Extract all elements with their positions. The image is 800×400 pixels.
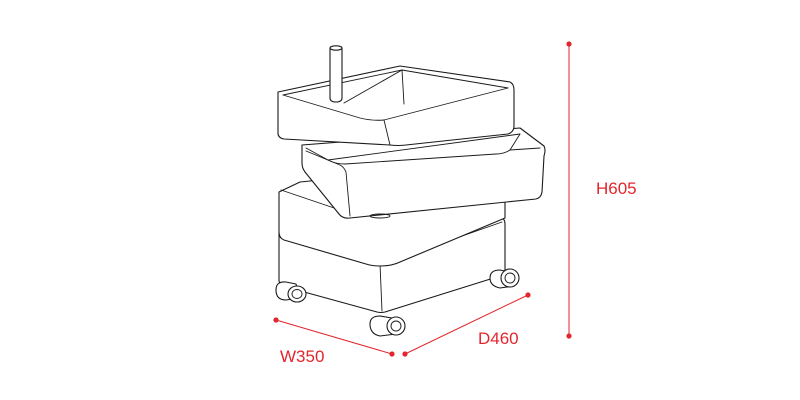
handle-post	[329, 47, 343, 103]
top-tray-back-wall	[343, 69, 405, 105]
swivel-tray-inner-back	[327, 133, 521, 161]
width-label: W350	[280, 347, 324, 366]
width-dimension: W350	[273, 317, 395, 366]
height-dimension-top-dot	[566, 41, 572, 47]
top-tray-front-crease	[383, 119, 391, 146]
depth-dimension: D460	[402, 292, 531, 357]
handle-post-top	[329, 45, 343, 51]
caster-right	[489, 268, 520, 289]
depth-dimension-line	[404, 294, 529, 355]
swivel-tray	[301, 127, 546, 219]
bottom-module-front-edge	[379, 263, 383, 312]
width-dimension-left-dot	[273, 317, 279, 323]
width-dimension-line	[275, 319, 393, 355]
caster-left	[275, 281, 307, 303]
storage-cabinet	[275, 45, 546, 337]
caster-front	[369, 315, 406, 337]
top-tray	[277, 65, 515, 147]
tray-shadow-gap	[369, 213, 391, 219]
height-dimension: H605	[566, 41, 637, 339]
depth-dimension-right-dot	[525, 292, 531, 298]
depth-label: D460	[478, 329, 519, 348]
width-dimension-right-dot	[389, 351, 395, 357]
height-label: H605	[596, 179, 637, 198]
swivel-tray-front-edge	[305, 150, 351, 217]
depth-dimension-left-dot	[402, 351, 408, 357]
height-dimension-bottom-dot	[566, 333, 572, 339]
swivel-tray-inner-right	[509, 133, 521, 151]
